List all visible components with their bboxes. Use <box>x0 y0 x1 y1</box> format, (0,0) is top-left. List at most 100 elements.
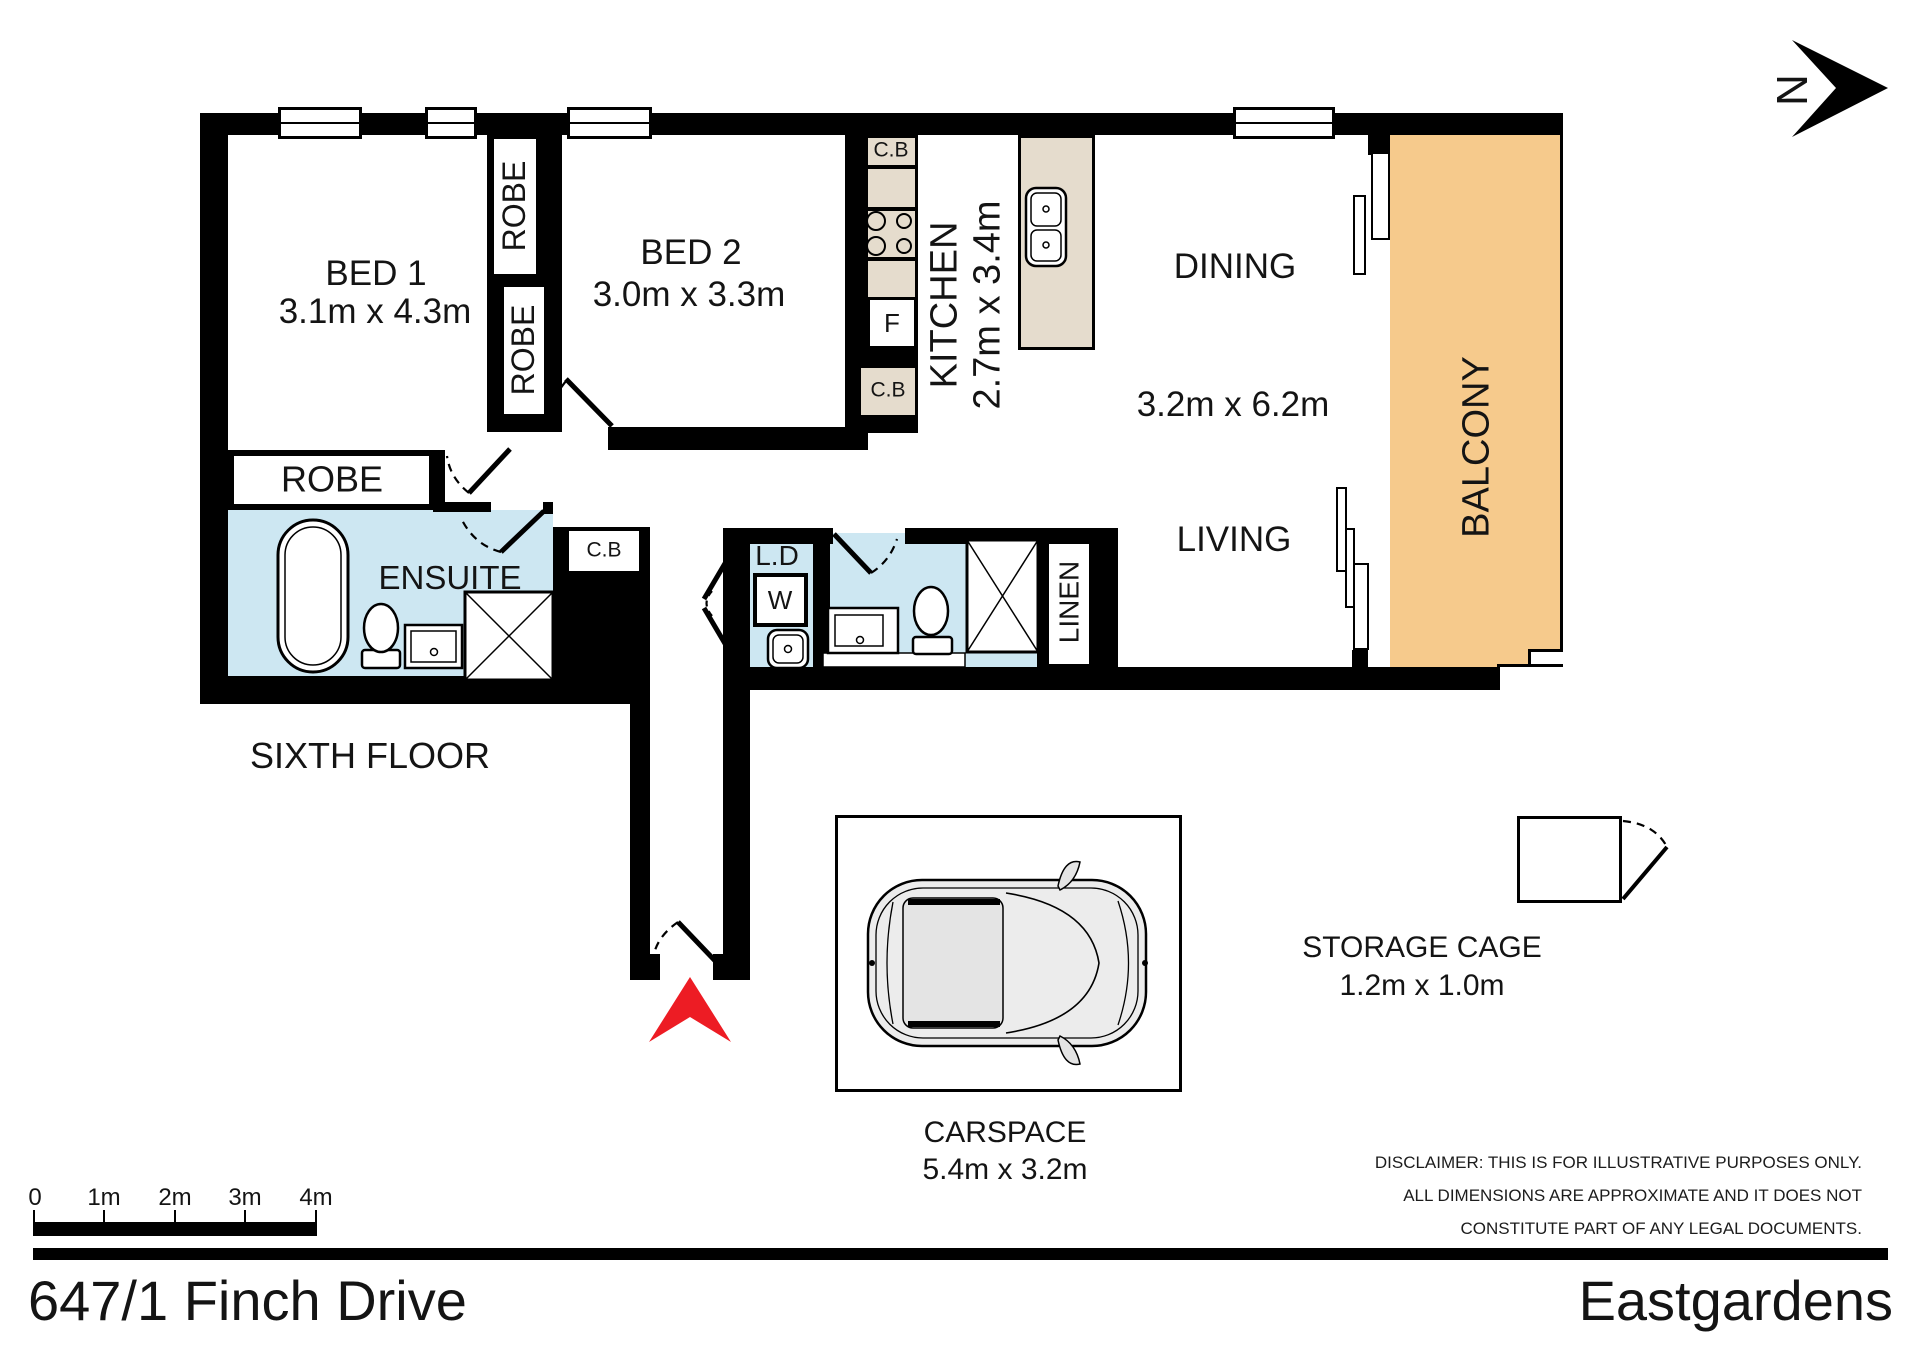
scale-label-3m: 3m <box>228 1184 262 1212</box>
robe2-label: ROBE <box>505 304 542 396</box>
ensuite-toilet-icon <box>360 602 402 670</box>
floor-label: SIXTH FLOOR <box>250 735 491 776</box>
storage-cage-dims: 1.2m x 1.0m <box>1339 968 1505 1002</box>
disclaimer: DISCLAIMER: THIS IS FOR ILLUSTRATIVE PUR… <box>1375 1146 1862 1245</box>
cupboard-hall <box>565 527 643 575</box>
wall-stub-dining-balcony <box>1368 113 1390 155</box>
balcony-label: BALCONY <box>1455 356 1498 538</box>
bed1-dims: 3.1m x 4.3m <box>278 292 472 332</box>
scale-label-0: 0 <box>28 1184 42 1212</box>
north-arrow-icon <box>1792 40 1888 137</box>
laundry-sink-icon <box>766 628 810 670</box>
bed2-label: BED 2 <box>640 233 742 273</box>
robe-bed1-label: ROBE <box>280 458 384 500</box>
scale-tick-0 <box>33 1210 35 1222</box>
window-bed1-b <box>425 107 477 139</box>
wall-ensuite-bottom <box>200 676 650 704</box>
door-entry <box>651 920 723 969</box>
wall-bottom <box>723 667 1500 690</box>
storage-cage-label: STORAGE CAGE <box>1302 930 1542 964</box>
storage-cage-outline <box>1517 816 1622 903</box>
kitchen-label: KITCHEN <box>923 221 966 389</box>
laundry-label: L.D <box>755 539 799 571</box>
fridge-label: F <box>884 307 900 338</box>
dining-label: DINING <box>1173 247 1297 287</box>
wall-ensuite-top-thin <box>433 502 491 512</box>
scale-label-4m: 4m <box>299 1184 333 1212</box>
ensuite-label: ENSUITE <box>378 559 522 597</box>
wall-corridor-right <box>723 528 750 980</box>
wall-left <box>200 113 228 679</box>
linen-closet <box>1045 540 1093 668</box>
fridge-box <box>866 296 918 350</box>
footer-address: 647/1 Finch Drive <box>28 1269 467 1332</box>
bed2-dims: 3.0m x 3.3m <box>592 275 786 315</box>
wall-kitchen-seg2 <box>852 418 918 433</box>
cupboard-kitchen-top-label: C.B <box>873 138 909 162</box>
window-bed2 <box>567 107 652 139</box>
robe-closet-2 <box>500 283 548 418</box>
bed1-label: BED 1 <box>325 254 427 294</box>
sliding-panel-dining-1 <box>1353 195 1366 275</box>
washer-box <box>753 573 808 627</box>
door-ensuite <box>460 509 546 554</box>
scale-label-1m: 1m <box>87 1184 121 1212</box>
kitchen-label-block: KITCHEN 2.7m x 3.4m <box>923 200 1008 409</box>
window-bed1-a <box>278 107 362 139</box>
wall-robe-stub <box>433 450 445 512</box>
footer-suburb: Eastgardens <box>1578 1269 1893 1332</box>
kitchen-cabinet-2 <box>865 258 918 300</box>
scale-tick-2 <box>174 1210 176 1222</box>
bathroom-vanity-icon <box>826 606 900 655</box>
north-label: N <box>1767 74 1816 106</box>
window-dining <box>1233 107 1335 139</box>
wall-laundry-bath-divider <box>813 528 830 690</box>
cupboard-hall-label: C.B <box>586 538 622 562</box>
kitchen-dims: 2.7m x 3.4m <box>966 200 1008 410</box>
footer-divider <box>33 1248 1888 1260</box>
living-dining-dims: 3.2m x 6.2m <box>1136 385 1330 425</box>
scale-tick-4 <box>315 1210 317 1222</box>
island-sink-icon <box>1024 186 1068 268</box>
kitchen-cupboard-lower <box>858 365 918 418</box>
wall-shower-linen-divider <box>1037 540 1047 668</box>
scale-bar <box>33 1222 317 1236</box>
door-bed2 <box>546 377 614 428</box>
bathroom-shower-icon <box>965 538 1040 654</box>
wall-stub-living-balcony <box>1352 650 1368 667</box>
disclaimer-line-2: ALL DIMENSIONS ARE APPROXIMATE AND IT DO… <box>1403 1186 1862 1205</box>
ensuite-shower-icon <box>463 590 555 682</box>
wall-laundry-top <box>743 528 833 544</box>
disclaimer-line-1: DISCLAIMER: THIS IS FOR ILLUSTRATIVE PUR… <box>1374 1153 1862 1172</box>
sliding-panel-dining-2 <box>1371 152 1390 240</box>
carspace-dims: 5.4m x 3.2m <box>922 1152 1088 1186</box>
door-bathroom <box>832 532 899 575</box>
cupboard-kitchen-lower-label: C.B <box>870 378 906 402</box>
living-label: LIVING <box>1176 520 1292 560</box>
balcony-area <box>1390 135 1563 667</box>
linen-label: LINEN <box>1053 560 1085 644</box>
car-icon <box>866 860 1148 1066</box>
wall-balcony-bottom-line <box>1497 664 1563 667</box>
robe1-label: ROBE <box>496 160 533 252</box>
balcony-notch <box>1528 649 1563 667</box>
door-hall-double <box>701 536 743 671</box>
door-bed1-hall <box>445 447 512 495</box>
bathtub-icon <box>276 518 350 674</box>
scale-label-2m: 2m <box>158 1184 192 1212</box>
carspace-label: CARSPACE <box>923 1115 1087 1149</box>
bathroom-toilet-icon <box>911 585 954 656</box>
wall-linen-right <box>1093 528 1118 690</box>
cooktop-icon <box>866 211 912 256</box>
scale-tick-1 <box>103 1210 105 1222</box>
disclaimer-line-3: CONSTITUTE PART OF ANY LEGAL DOCUMENTS. <box>1460 1219 1862 1238</box>
wall-entry-jamb-left <box>650 954 660 980</box>
ensuite-vanity-icon <box>403 623 464 670</box>
door-storage-cage <box>1621 819 1669 901</box>
robe-closet-bed1 <box>228 450 435 510</box>
sliding-panel-living-track <box>1353 563 1369 650</box>
wall-ensuite-door-jamb <box>543 502 553 514</box>
entry-arrow-icon <box>649 977 731 1042</box>
